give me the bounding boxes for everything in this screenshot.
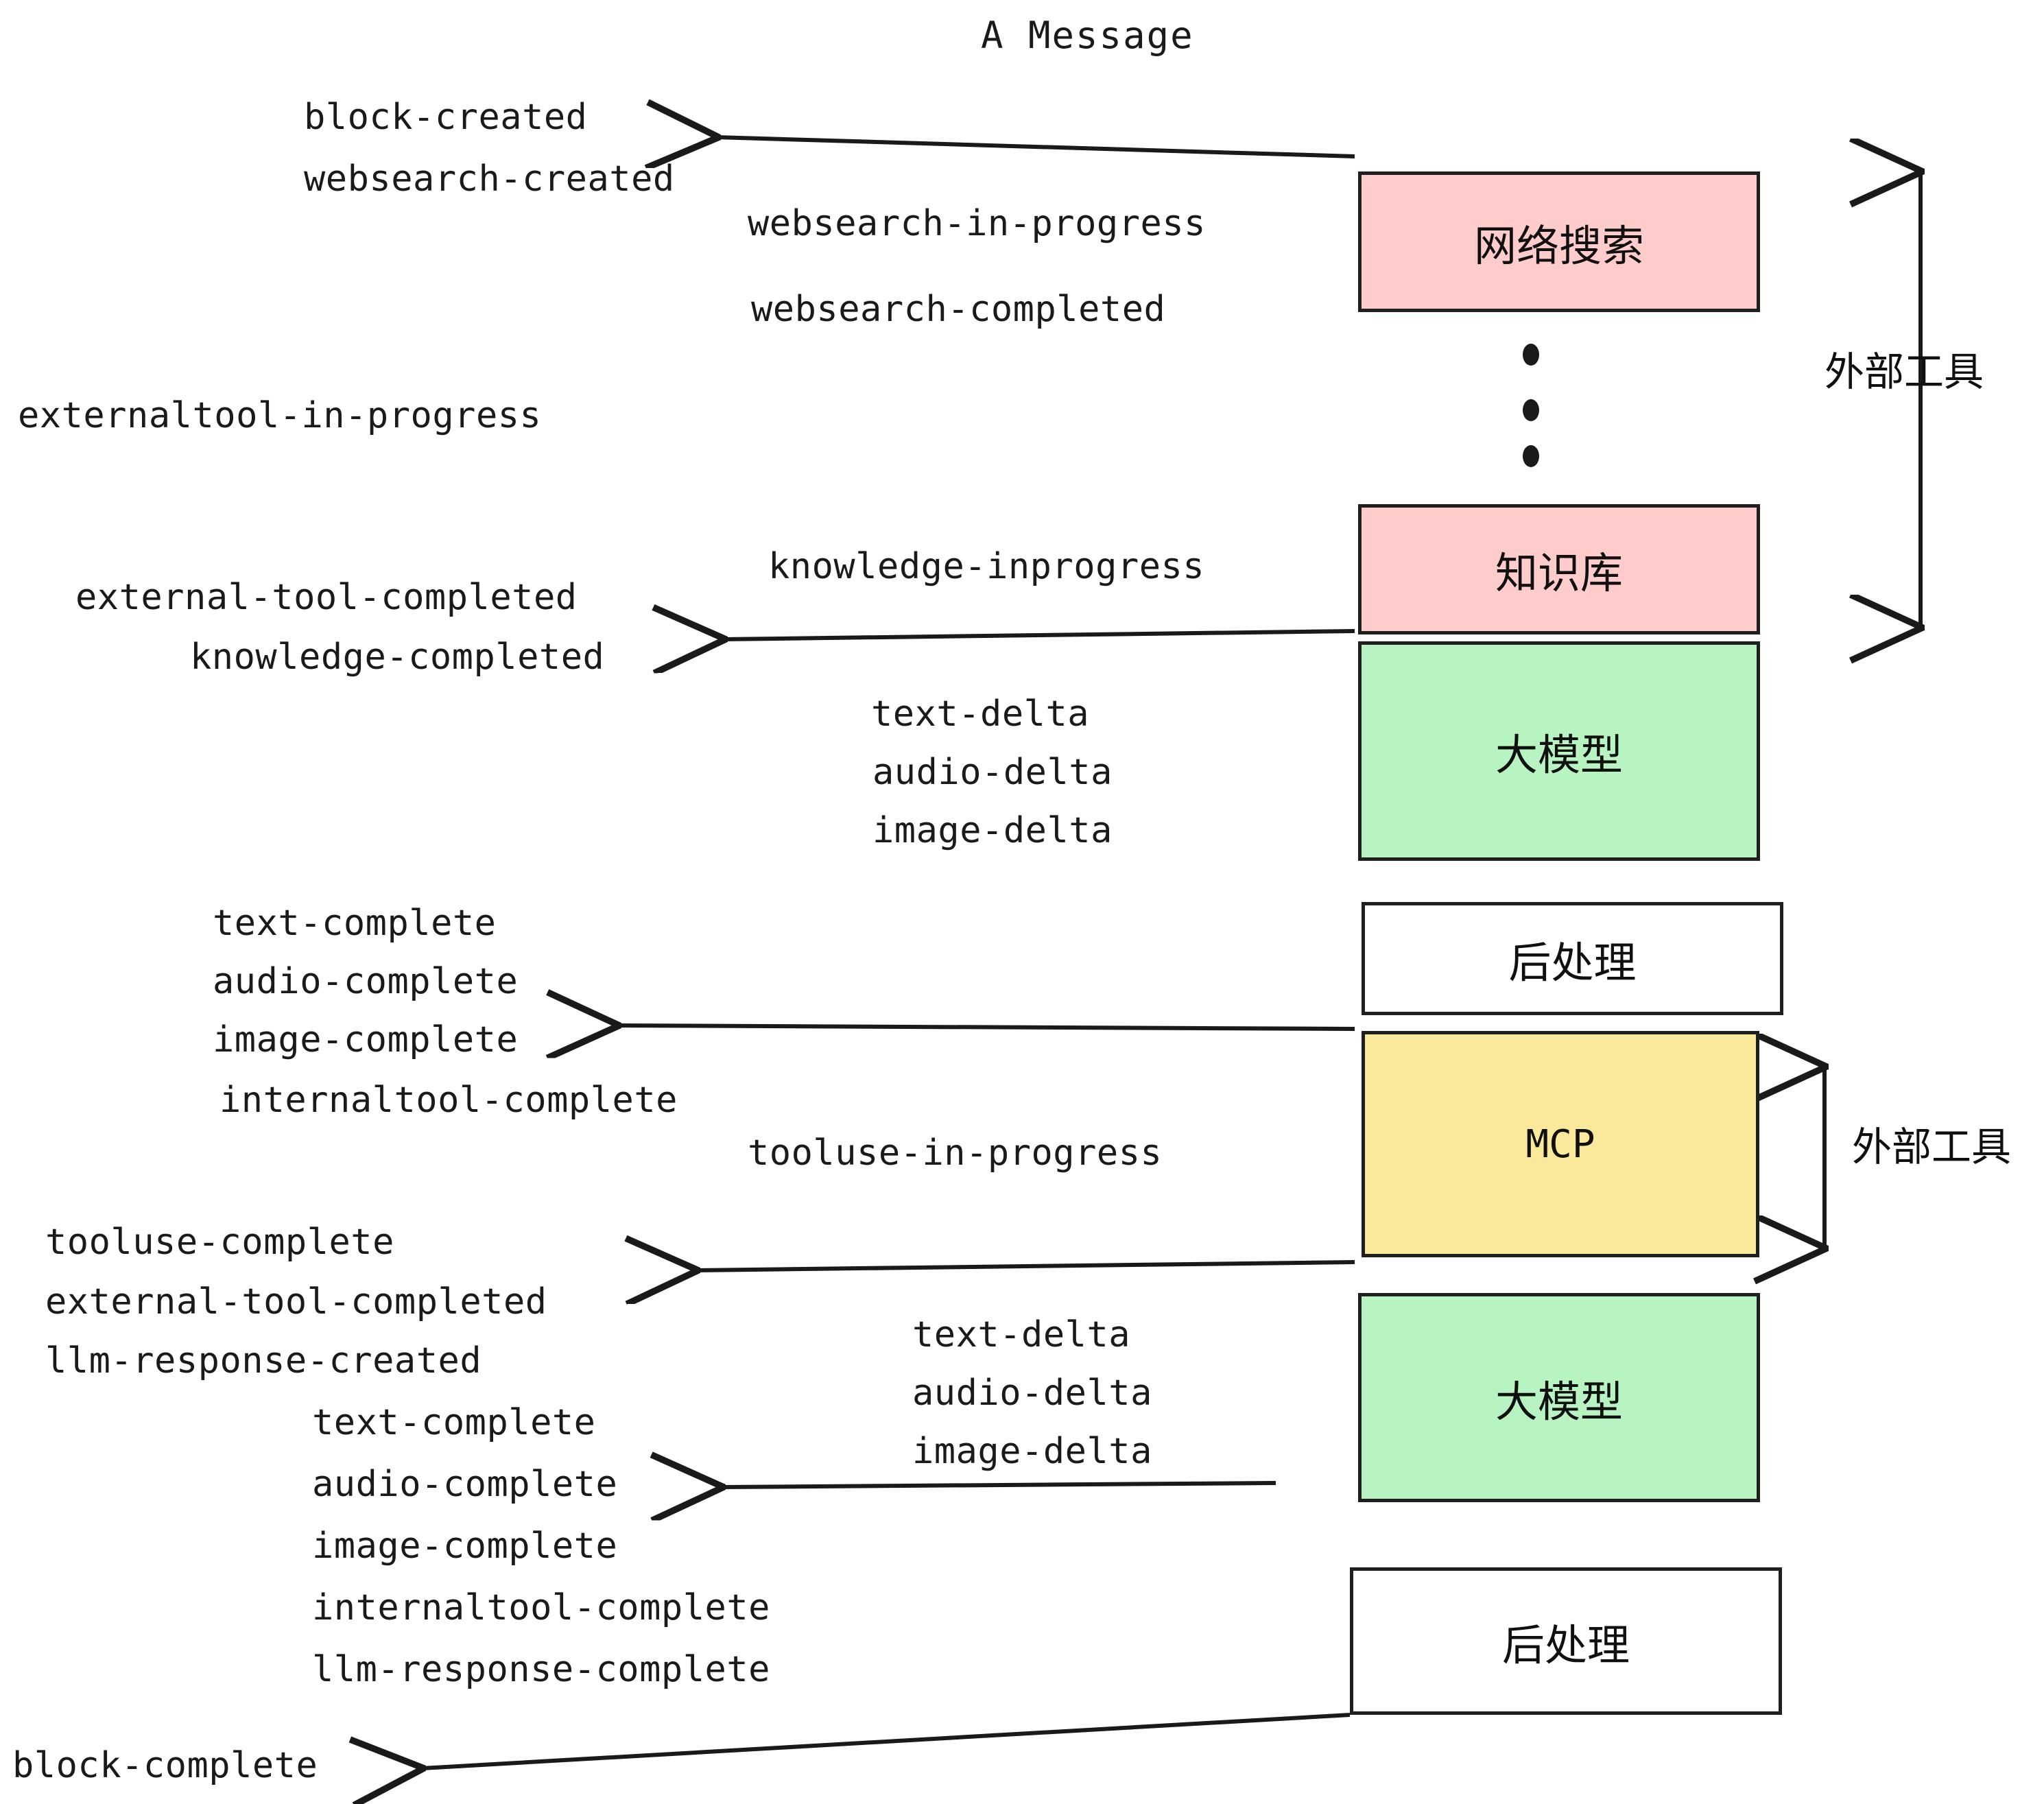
event-block-created: block-created (304, 97, 588, 138)
event-block-complete: block-complete (12, 1745, 318, 1786)
side-label-external-tool-bottom: 外部工具 (1852, 1124, 2012, 1170)
vertical-ellipsis-icon (1523, 344, 1539, 467)
event-llm-response-complete: llm-response-complete (312, 1649, 770, 1690)
event-websearch-completed: websearch-completed (751, 289, 1166, 330)
event-image-complete-1: image-complete (213, 1019, 519, 1060)
event-externaltool-in-progress: externaltool-in-progress (18, 395, 542, 436)
arrow-llm2-to-audiocomplete (722, 1483, 1276, 1487)
event-llm-response-created: llm-response-created (45, 1340, 482, 1381)
event-text-delta-1: text-delta (871, 693, 1090, 735)
node-postprocess-2-label: 后处理 (1501, 1619, 1630, 1670)
arrow-knowledge-to-completed (724, 631, 1355, 639)
event-tooluse-complete: tooluse-complete (45, 1222, 394, 1263)
event-external-tool-completed-1: external-tool-completed (75, 577, 578, 618)
event-internaltool-complete-2: internaltool-complete (312, 1587, 770, 1628)
event-knowledge-inprogress: knowledge-inprogress (768, 546, 1205, 587)
event-image-delta-1: image-delta (872, 810, 1113, 851)
event-internaltool-complete-1: internaltool-complete (219, 1080, 678, 1121)
event-audio-delta-1: audio-delta (872, 752, 1113, 793)
event-tooluse-in-progress: tooluse-in-progress (748, 1132, 1163, 1174)
node-websearch[interactable]: 网络搜索 (1358, 171, 1760, 312)
node-mcp-label: MCP (1525, 1121, 1595, 1167)
arrow-websearch-to-created (717, 137, 1355, 156)
event-image-delta-2: image-delta (912, 1431, 1152, 1472)
node-postprocess-1-label: 后处理 (1508, 937, 1637, 988)
node-llm-2[interactable]: 大模型 (1358, 1293, 1760, 1502)
event-text-complete-1: text-complete (213, 903, 497, 944)
event-websearch-created: websearch-created (304, 158, 675, 200)
event-text-delta-2: text-delta (912, 1314, 1131, 1355)
side-label-external-tool-top: 外部工具 (1825, 348, 1984, 395)
node-websearch-label: 网络搜索 (1473, 220, 1644, 271)
node-llm-1[interactable]: 大模型 (1358, 641, 1760, 861)
diagram-title: A Message (981, 14, 1194, 57)
event-external-tool-completed-2: external-tool-completed (45, 1281, 547, 1322)
node-knowledge-label: 知识库 (1495, 548, 1623, 598)
arrow-postprocess2-to-blockcomplete (422, 1713, 1351, 1768)
event-audio-delta-2: audio-delta (912, 1373, 1152, 1414)
event-knowledge-completed: knowledge-completed (190, 637, 605, 678)
event-text-complete-2: text-complete (312, 1402, 596, 1443)
arrow-mcp-to-tooluse-complete (696, 1262, 1355, 1270)
event-image-complete-2: image-complete (312, 1526, 618, 1567)
node-mcp[interactable]: MCP (1362, 1031, 1759, 1257)
node-llm-1-label: 大模型 (1495, 730, 1623, 780)
arrow-postprocess1-to-imagecomplete (617, 1025, 1355, 1029)
node-postprocess-2[interactable]: 后处理 (1350, 1567, 1782, 1715)
event-audio-complete-2: audio-complete (312, 1464, 618, 1505)
node-llm-2-label: 大模型 (1495, 1376, 1623, 1427)
event-websearch-in-progress: websearch-in-progress (748, 203, 1206, 244)
event-audio-complete-1: audio-complete (213, 961, 519, 1002)
node-postprocess-1[interactable]: 后处理 (1362, 902, 1783, 1015)
node-knowledge[interactable]: 知识库 (1358, 504, 1760, 634)
